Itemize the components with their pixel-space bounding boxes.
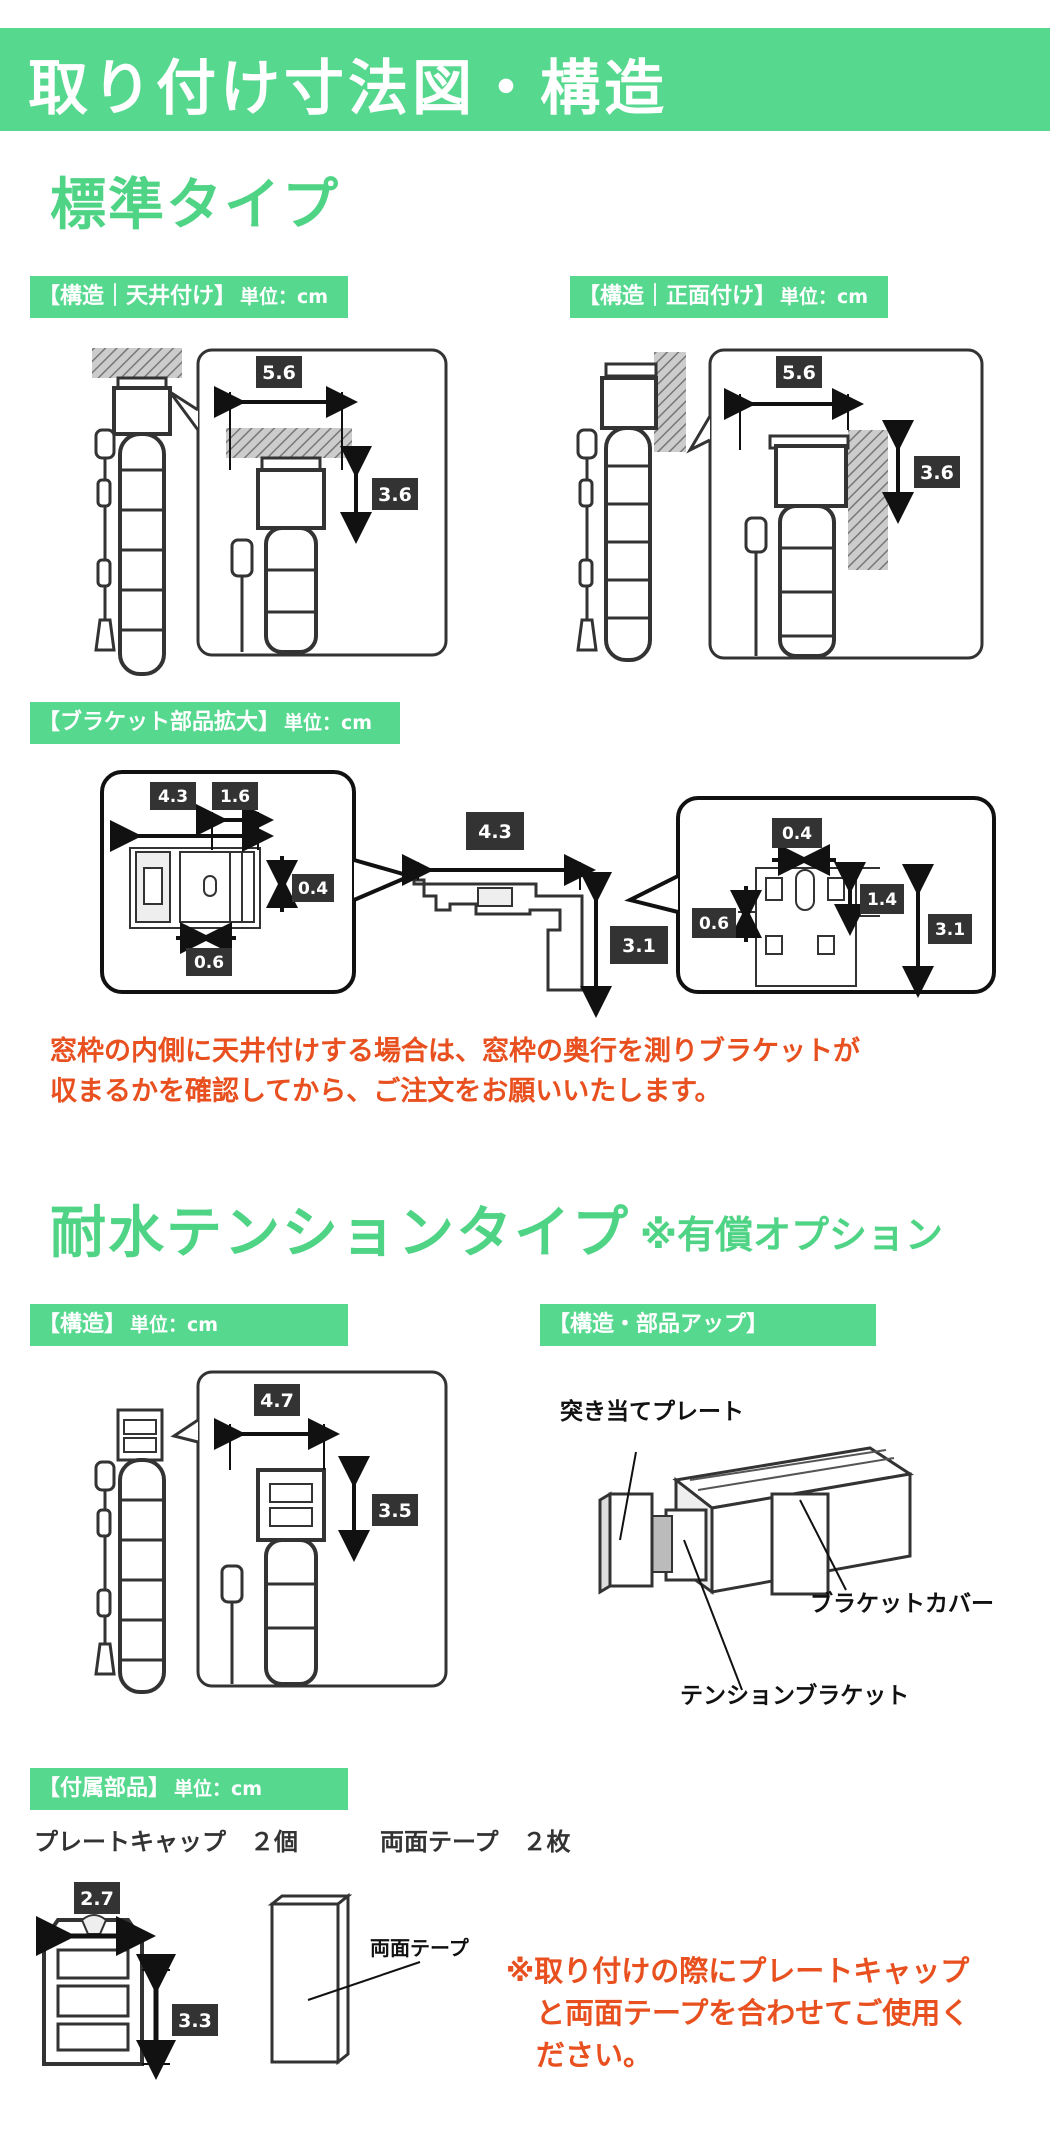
waterproof-dim-h-box	[372, 1494, 418, 1526]
ceiling-mount-unit: 単位：cm	[240, 286, 329, 308]
accessory-note-line-2: と両面テープを合わせてご使用く	[536, 1996, 970, 2030]
waterproof-structure-unit: 単位：cm	[130, 1314, 219, 1336]
bracket-right-d2: 1.4	[867, 890, 897, 910]
bracket-center-w-box	[466, 812, 524, 850]
bracket-enlarged-label-text: 【ブラケット部品拡大】	[38, 710, 281, 735]
waterproof-structure-label-text: 【構造】	[38, 1312, 127, 1337]
mount-note-line-2: 収まるかを確認してから、ご注文をお願いいたします。	[50, 1076, 722, 1107]
paid-option-note: ※有償オプション	[640, 1213, 943, 1257]
double-sided-tape-diagram	[267, 1892, 421, 2066]
accessory-plate-cap: プレートキャップ ２個	[34, 1828, 298, 1856]
page-title: 取り付け寸法図・構造	[28, 54, 668, 124]
bracket-left-d2: 1.6	[220, 787, 250, 807]
mount-note-line-1: 窓枠の内側に天井付けする場合は、窓枠の奥行を測りブラケットが	[50, 1036, 860, 1067]
ceiling-dim-h-box	[372, 478, 418, 510]
front-mount-unit: 単位：cm	[780, 286, 869, 308]
waterproof-structure-diagram: 4.7 3.5	[94, 1370, 448, 1694]
callout-end-plate: 突き当てプレート	[560, 1399, 744, 1425]
waterproof-dim-h: 3.5	[378, 1500, 412, 1522]
bracket-left-d3: 0.4	[298, 879, 328, 899]
mount-note: 窓枠の内側に天井付けする場合は、窓枠の奥行を測りブラケットが 収まるかを確認して…	[50, 1032, 860, 1112]
accessory-tape: 両面テープ ２枚	[380, 1828, 571, 1856]
tape-callout: 両面テープ	[370, 1936, 469, 1960]
bracket-enlarged-unit: 単位：cm	[284, 712, 373, 734]
front-dim-h: 3.6	[920, 462, 954, 484]
plate-cap-diagram: 2.7 3.3	[36, 1882, 218, 2080]
bracket-right-d3: 0.6	[699, 914, 729, 934]
bracket-left-d1-box	[150, 782, 196, 810]
blind-stack-left-1	[118, 432, 166, 676]
ceiling-dim-h: 3.6	[378, 484, 412, 506]
accessory-note-line-1: ※取り付けの際にプレートキャップ	[506, 1954, 970, 1988]
callout-bracket-cover: ブラケットカバー	[810, 1591, 994, 1617]
bracket-right-d1-box	[772, 818, 822, 848]
bracket-center-w: 4.3	[478, 821, 512, 843]
front-dim-h-box	[914, 456, 960, 488]
waterproof-parts-diagram	[598, 1446, 915, 1691]
bracket-left-d4-box	[186, 948, 232, 976]
ceiling-mount-label: 【構造｜天井付け】単位：cm	[30, 276, 348, 318]
bracket-right-d1: 0.4	[782, 824, 812, 844]
front-dim-w-box	[776, 356, 822, 388]
bracket-left-d3-box	[292, 874, 334, 902]
bracket-center-h: 3.1	[622, 935, 656, 957]
bracket-left-d2-box	[212, 782, 258, 810]
ceiling-mount-label-text: 【構造｜天井付け】	[38, 284, 237, 309]
waterproof-dim-w: 4.7	[260, 1390, 294, 1412]
bracket-left-d1: 4.3	[158, 787, 188, 807]
bracket-left-detail: 4.3 1.6 0.4 0.6	[100, 770, 416, 994]
header-banner	[0, 28, 1050, 131]
bracket-right-detail: 0.4 1.4 0.6 3.1	[624, 796, 996, 998]
bracket-enlarged-label: 【ブラケット部品拡大】単位：cm	[30, 702, 400, 744]
ceiling-mount-diagram: 5.6 3.6	[92, 348, 448, 676]
bracket-right-d4-box	[928, 914, 972, 944]
front-mount-diagram: 5.6 3.6	[576, 348, 984, 662]
standard-type-title: 標準タイプ	[50, 173, 340, 238]
bracket-right-d2-box	[860, 884, 904, 914]
bracket-center-h-box	[610, 926, 668, 964]
waterproof-dim-w-box	[254, 1384, 300, 1416]
waterproof-structure-label: 【構造】単位：cm	[30, 1304, 348, 1346]
bracket-center-detail: 4.3 3.1	[402, 812, 668, 1018]
bracket-cover	[770, 1492, 830, 1596]
waterproof-parts-label: 【構造・部品アップ】	[540, 1304, 876, 1346]
front-mount-label-text: 【構造｜正面付け】	[578, 284, 777, 309]
accessory-note-line-3: ださい。	[536, 2038, 653, 2072]
accessories-unit: 単位：cm	[174, 1778, 263, 1800]
ceiling-dim-w: 5.6	[262, 362, 296, 384]
accessories-label-text: 【付属部品】	[38, 1776, 171, 1801]
bracket-right-d3-box	[692, 908, 736, 938]
cap-dim-w-box	[74, 1882, 120, 1914]
end-plate	[608, 1492, 654, 1588]
front-mount-label: 【構造｜正面付け】単位：cm	[570, 276, 888, 318]
ceiling-dim-w-box	[256, 356, 302, 388]
cap-dim-h: 3.3	[178, 2010, 212, 2032]
callout-tension-bracket: テンションブラケット	[680, 1683, 910, 1709]
cap-dim-h-box	[172, 2004, 218, 2036]
accessories-label: 【付属部品】単位：cm	[30, 1768, 348, 1810]
waterproof-type-title: 耐水テンションタイプ	[50, 1201, 630, 1266]
front-dim-w: 5.6	[782, 362, 816, 384]
bracket-right-d4: 3.1	[935, 920, 965, 940]
cap-dim-w: 2.7	[80, 1888, 114, 1910]
accessory-note: ※取り付けの際にプレートキャップ と両面テープを合わせてご使用く ださい。	[506, 1950, 969, 2076]
bracket-left-d4: 0.6	[194, 953, 224, 973]
